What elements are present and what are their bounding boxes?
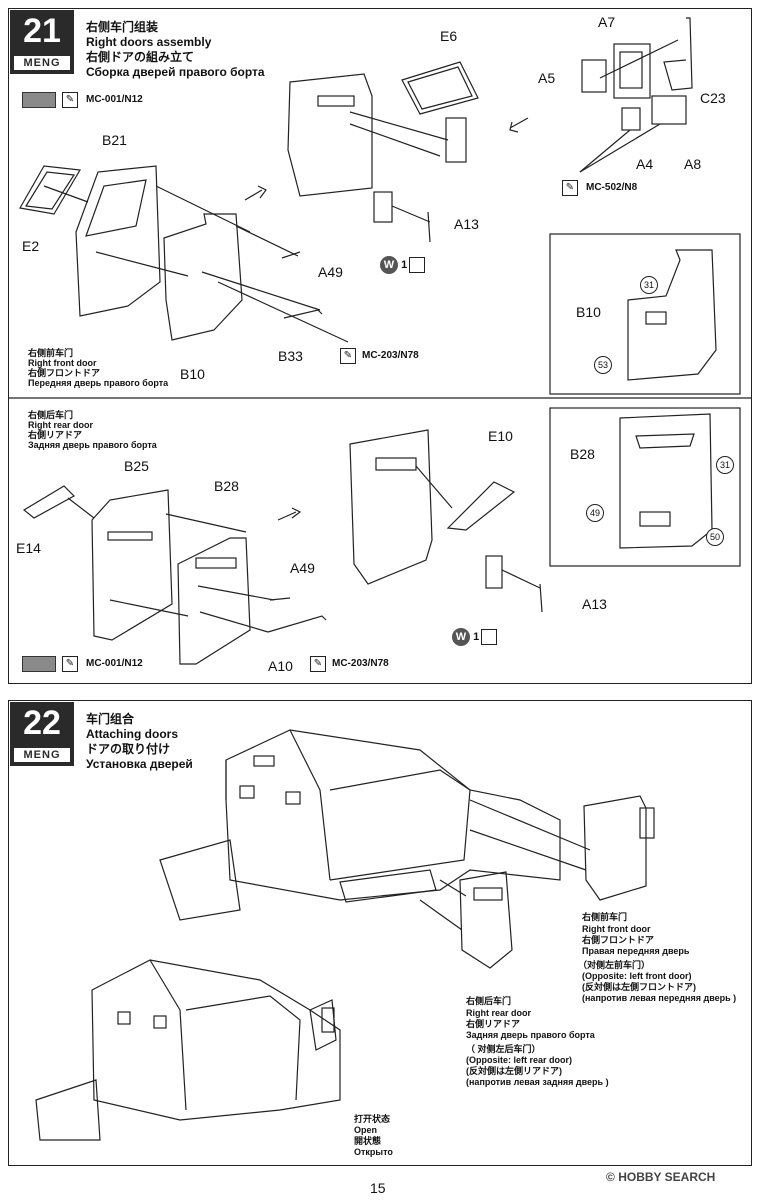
- rear-door-label-jp: 右側リアドア: [28, 430, 83, 440]
- step22-title-ru: Установка дверей: [86, 757, 193, 771]
- w-qty: 1: [473, 631, 480, 643]
- part-label-e2: E2: [22, 238, 40, 254]
- step22-front-door-jp: 右側フロントドア: [582, 935, 655, 945]
- step21-title-zh: 右侧车门组装: [86, 20, 159, 34]
- brush-icon: ✎: [310, 656, 326, 672]
- part-label-a10: A10: [268, 658, 293, 674]
- part-label-b33: B33: [278, 348, 303, 364]
- step21-title-jp: 右側ドアの組み立て: [86, 50, 195, 64]
- step22-open-en: Open: [354, 1125, 378, 1135]
- step22-front-door-en: Right front door: [582, 924, 651, 934]
- step21-paint-rear-1: MC-001/N12: [86, 658, 143, 669]
- step22-rear-opp-jp: (反対側は左側リアドア): [466, 1066, 562, 1076]
- brush-icon: ✎: [62, 92, 78, 108]
- step22-title-jp: ドアの取り付け: [86, 742, 171, 756]
- part-label-a5: A5: [538, 70, 556, 86]
- part-label-b10: B10: [180, 366, 205, 382]
- watermark-prefix: ©: [606, 1170, 615, 1184]
- part-label-c23: C23: [700, 90, 726, 106]
- part-label-a13-rear: A13: [582, 596, 607, 612]
- step21-paint-top: MC-001/N12: [86, 94, 143, 105]
- w1-badge: W 1: [380, 256, 426, 274]
- part-label-b21: B21: [102, 132, 127, 148]
- glue-icon: [409, 257, 426, 274]
- part-label-a4: A4: [636, 156, 654, 172]
- step22-front-opp-en: (Opposite: left front door): [582, 971, 692, 981]
- step22-open-zh: 打开状态: [354, 1114, 391, 1124]
- step22-front-opp-ru: (напротив левая передняя дверь ): [582, 993, 737, 1003]
- part-label-a8: A8: [684, 156, 702, 172]
- step22-number-badge: 22 MENG: [10, 702, 74, 766]
- detail-callout-49: 49: [586, 504, 604, 522]
- w-icon: W: [452, 628, 470, 646]
- step21-title-ru: Сборка дверей правого борта: [86, 65, 265, 79]
- step21-title-en: Right doors assembly: [86, 35, 212, 49]
- brush-icon: ✎: [340, 348, 356, 364]
- step21-drawing: [8, 17, 752, 665]
- part-label-e6: E6: [440, 28, 458, 44]
- part-label-a49-rear: A49: [290, 560, 315, 576]
- step22-rear-door-jp: 右側リアドア: [466, 1019, 521, 1029]
- front-door-label-en: Right front door: [28, 358, 97, 368]
- watermark-text: HOBBY SEARCH: [618, 1170, 716, 1184]
- brush-icon: ✎: [562, 180, 578, 196]
- part-label-b28: B28: [214, 478, 239, 494]
- watermark: © HOBBY SEARCH: [606, 1170, 715, 1184]
- step22-panel: [8, 700, 752, 1166]
- step22-rear-door-zh: 右侧后车门: [466, 996, 512, 1006]
- step22-rear-door-en: Right rear door: [466, 1008, 532, 1018]
- part-label-a7: A7: [598, 14, 616, 30]
- step22-open-ru: Открыто: [354, 1147, 393, 1157]
- detail-callout-50: 50: [706, 528, 724, 546]
- step22-title-en: Attaching doors: [86, 727, 178, 741]
- step22-rear-opp-ru: (напротив левая задняя дверь ): [466, 1077, 609, 1087]
- step22-front-door-zh: 右侧前车门: [582, 912, 628, 922]
- meng-logo: MENG: [14, 56, 70, 70]
- rear-door-label-en: Right rear door: [28, 420, 94, 430]
- step21-paint-parts: MC-502/N8: [586, 182, 638, 193]
- rear-door-label-ru: Задняя дверь правого борта: [28, 440, 157, 450]
- step22-rear-door-ru: Задняя дверь правого борта: [466, 1030, 595, 1040]
- detail-label-b10: B10: [576, 304, 601, 320]
- part-label-b25: B25: [124, 458, 149, 474]
- w-icon: W: [380, 256, 398, 274]
- detail-callout-31: 31: [640, 276, 658, 294]
- page-number: 15: [370, 1180, 386, 1196]
- step22-rear-opp-zh: （ 对侧左后车门）: [466, 1044, 541, 1054]
- front-door-label-jp: 右側フロントドア: [28, 368, 101, 378]
- w1-badge: W 1: [452, 628, 498, 646]
- step22-front-opp-jp: (反対側は左側フロントドア): [582, 982, 696, 992]
- step22-title-zh: 车门组合: [86, 712, 135, 726]
- step22-rear-opp-en: (Opposite: left rear door): [466, 1055, 573, 1065]
- step21-number: 21: [23, 12, 61, 50]
- step21-paint-rear-2: MC-203/N78: [332, 658, 389, 669]
- glue-icon: [481, 629, 498, 646]
- step22-front-door-ru: Правая передняя дверь: [582, 946, 690, 956]
- part-label-a49: A49: [318, 264, 343, 280]
- brush-icon: ✎: [62, 656, 78, 672]
- front-door-label-ru: Передняя дверь правого борта: [28, 378, 169, 388]
- part-label-e14: E14: [16, 540, 41, 556]
- rear-door-label-zh: 右侧后车门: [28, 410, 74, 420]
- paint-swatch-grey: [22, 92, 56, 108]
- front-door-label-zh: 右侧前车门: [28, 348, 74, 358]
- paint-swatch-grey: [22, 656, 56, 672]
- part-label-a13: A13: [454, 216, 479, 232]
- step21-number-badge: 21 MENG: [10, 10, 74, 74]
- step22-number: 22: [23, 704, 61, 742]
- detail-callout-53: 53: [594, 356, 612, 374]
- detail-callout-31-rear: 31: [716, 456, 734, 474]
- step22-open-jp: 開状態: [354, 1136, 382, 1146]
- part-label-e10: E10: [488, 428, 513, 444]
- detail-label-b28: B28: [570, 446, 595, 462]
- w-qty: 1: [401, 259, 408, 271]
- step22-front-opp-zh: （对侧左前车门）: [578, 960, 651, 970]
- step21-paint-front: MC-203/N78: [362, 350, 419, 361]
- meng-logo: MENG: [14, 748, 70, 762]
